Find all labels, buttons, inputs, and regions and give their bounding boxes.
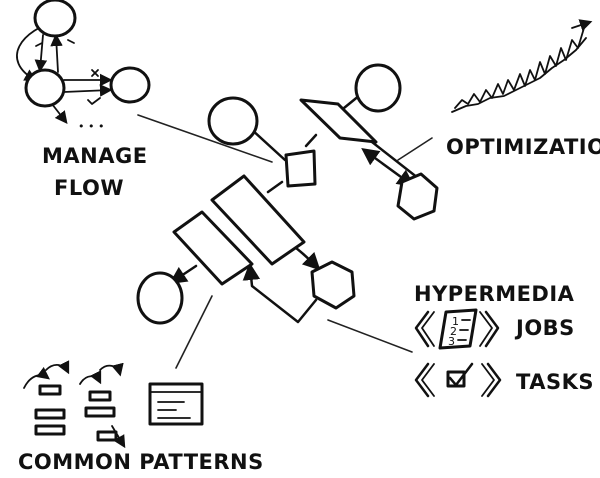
manage-flow-label-line2: FLOW [54, 176, 124, 200]
pattern-arrow-2 [45, 360, 70, 375]
left-angle-bracket-icon-inner [421, 363, 435, 397]
left-angle-bracket-icon [414, 362, 430, 398]
right-angle-bracket-icon-inner [481, 363, 495, 397]
bottom-ellipse [136, 271, 184, 325]
pattern-block-1 [38, 384, 62, 396]
left-angle-bracket-icon [414, 310, 430, 348]
bidirectional-arrow-1 [361, 147, 415, 188]
pattern-arrow-5 [111, 425, 126, 449]
optimization-label: OPTIMIZATION [446, 135, 600, 159]
link-diamond-to-middle-rect [266, 180, 284, 194]
tasks-label: TASKS [516, 370, 594, 394]
return-arrow [242, 262, 318, 324]
upper-right-ellipse [354, 63, 402, 113]
right-angle-bracket-icon [484, 310, 500, 348]
pattern-block-4 [88, 390, 112, 402]
manage-flow-illustration: • • • [16, 0, 151, 133]
pattern-arrow-3 [79, 370, 102, 385]
optimization-sparkline [454, 27, 585, 109]
node-left [24, 68, 66, 108]
upper-left-ellipse [207, 96, 259, 146]
pattern-block-3 [34, 424, 66, 436]
central-workflow-diagram [136, 63, 439, 325]
right-angle-bracket-icon-inner [479, 311, 493, 347]
bidirectional-arrow-2 [370, 140, 420, 180]
lower-hexagon-node [310, 260, 356, 310]
list-number-2: 2 [450, 325, 457, 338]
diamond-node [284, 149, 317, 188]
upper-rect-node [299, 98, 378, 144]
connector-manage-flow [137, 114, 273, 163]
pattern-block-2 [34, 408, 66, 420]
optimization-illustration [451, 19, 593, 113]
connector-optimization [397, 137, 433, 161]
edge-top-to-left [34, 34, 48, 73]
middle-rect-node [210, 174, 306, 266]
connector-common-patterns [175, 295, 213, 369]
trend-arrow [571, 19, 593, 32]
pattern-arrow-1 [23, 366, 51, 389]
ellipsis-glyph: • • • [78, 120, 104, 133]
edge-to-right-node-2 [63, 84, 113, 97]
connector-hypermedia [327, 319, 413, 353]
node-right [109, 66, 151, 104]
edge-left-to-top [50, 33, 63, 73]
right-angle-bracket-icon [486, 362, 502, 398]
pattern-block-6 [96, 430, 118, 442]
link-diamond-to-rect [304, 133, 318, 148]
hypermedia-tasks-icon [414, 362, 502, 398]
optimization-sparkline-shadow [451, 37, 587, 113]
hypermedia-jobs-icon: 1 2 3 [414, 308, 500, 350]
node-top [33, 0, 77, 38]
edge-down [51, 103, 68, 124]
list-number-1: 1 [452, 315, 459, 328]
checkmark-icon [448, 362, 474, 387]
link-ellipse-to-diamond [248, 126, 287, 162]
right-hexagon-node [396, 172, 439, 221]
browser-window-text-lines [157, 401, 191, 419]
common-patterns-label: COMMON PATTERNS [18, 450, 264, 474]
list-number-3: 3 [448, 335, 455, 348]
edge-marks [35, 39, 101, 105]
jobs-label: JOBS [516, 316, 575, 340]
list-lines [457, 319, 471, 341]
hypermedia-label: HYPERMEDIA [414, 282, 575, 306]
left-rect-node [172, 210, 254, 286]
common-patterns-illustration [23, 360, 204, 449]
manage-flow-label-line1: MANAGE [42, 144, 148, 168]
left-angle-bracket-icon-inner [421, 311, 435, 347]
pattern-arrow-4 [99, 362, 124, 377]
pattern-block-5 [84, 406, 116, 418]
